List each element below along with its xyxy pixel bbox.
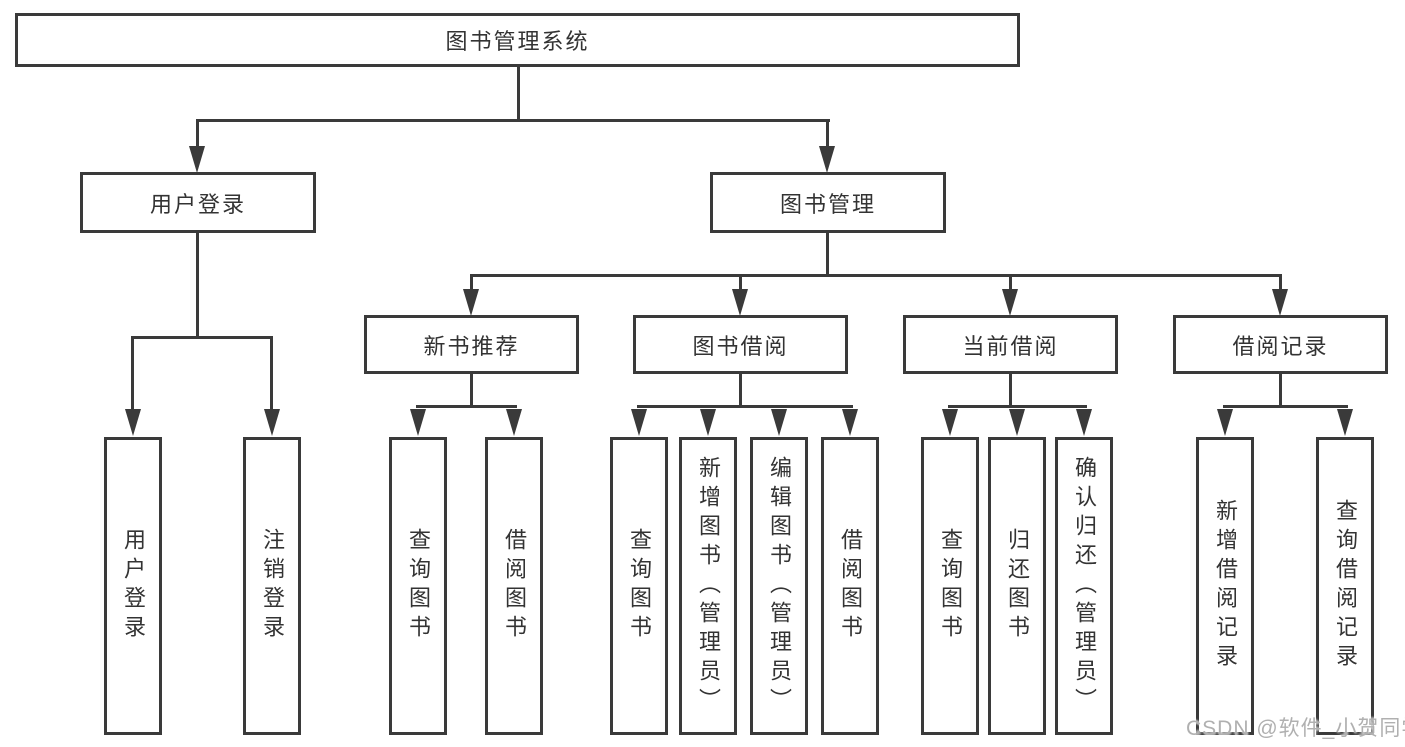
connector-leaf-drop	[270, 339, 273, 409]
arrowhead-down-icon	[700, 409, 716, 436]
connector-book-management-bus	[470, 274, 1282, 277]
leaf-node-label: 查询图书	[627, 528, 652, 644]
leaf-node-confirm-return-admin: 确认归还（管理员）	[1055, 437, 1113, 735]
leaf-node-add-borrow-record: 新增借阅记录	[1196, 437, 1254, 735]
branch-node-label: 用户登录	[149, 191, 246, 217]
branch-node-label: 图书借阅	[692, 333, 789, 359]
connector-level3-drop	[739, 277, 742, 291]
arrowhead-down-icon	[1002, 289, 1018, 316]
branch-node-borrowing-records: 借阅记录	[1173, 315, 1388, 374]
leaf-node-label: 查询图书	[406, 528, 431, 644]
branch-node-label: 新书推荐	[423, 333, 520, 359]
leaf-node-user-login: 用户登录	[104, 437, 162, 735]
leaf-node-label: 新增图书（管理员）	[696, 455, 721, 717]
watermark-text: CSDN @软件_小贺同学	[1186, 717, 1405, 740]
arrowhead-down-icon	[463, 289, 479, 316]
connector-book-borrowing-stem	[739, 374, 742, 407]
root-node: 图书管理系统	[15, 13, 1020, 67]
connector-new-book-bus	[416, 405, 517, 408]
leaf-node-label: 确认归还（管理员）	[1072, 455, 1097, 717]
leaf-node-label: 借阅图书	[838, 528, 863, 644]
connector-user-login-stem	[196, 233, 199, 337]
leaf-node-label: 查询借阅记录	[1333, 499, 1358, 673]
branch-node-label: 借阅记录	[1232, 333, 1329, 359]
arrowhead-down-icon	[264, 409, 280, 436]
branch-node-user-login: 用户登录	[80, 172, 316, 233]
connector-leaf-drop	[131, 339, 134, 409]
arrowhead-down-icon	[771, 409, 787, 436]
leaf-node-label: 借阅图书	[502, 528, 527, 644]
arrowhead-down-icon	[410, 409, 426, 436]
connector-level3-drop	[1279, 277, 1282, 291]
connector-borrowing-records-stem	[1279, 374, 1282, 407]
arrowhead-down-icon	[631, 409, 647, 436]
branch-node-book-management: 图书管理	[710, 172, 946, 233]
arrowhead-down-icon	[942, 409, 958, 436]
connector-current-borrowing-stem	[1009, 374, 1012, 407]
connector-user-login-drop	[196, 121, 199, 147]
leaf-node-edit-book-admin: 编辑图书（管理员）	[750, 437, 808, 735]
arrowhead-down-icon	[189, 146, 205, 173]
branch-node-label: 图书管理	[779, 191, 876, 217]
connector-user-login-bus	[131, 336, 273, 339]
leaf-node-query-books-current: 查询图书	[921, 437, 979, 735]
branch-node-book-borrowing: 图书借阅	[633, 315, 848, 374]
connector-root-stem	[517, 67, 520, 120]
connector-level3-drop	[1009, 277, 1012, 291]
leaf-node-label: 新增借阅记录	[1213, 499, 1238, 673]
leaf-node-label: 归还图书	[1005, 528, 1030, 644]
leaf-node-query-books-recommend: 查询图书	[389, 437, 447, 735]
leaf-node-label: 编辑图书（管理员）	[767, 455, 792, 717]
leaf-node-label: 查询图书	[938, 528, 963, 644]
connector-new-book-stem	[470, 374, 473, 407]
arrowhead-down-icon	[1217, 409, 1233, 436]
arrowhead-down-icon	[819, 146, 835, 173]
arrowhead-down-icon	[1076, 409, 1092, 436]
arrowhead-down-icon	[1009, 409, 1025, 436]
root-node-label: 图书管理系统	[445, 29, 590, 54]
connector-root-bus	[196, 119, 830, 122]
leaf-node-query-borrow-record: 查询借阅记录	[1316, 437, 1374, 735]
branch-node-label: 当前借阅	[962, 333, 1059, 359]
connector-current-borrowing-bus	[948, 405, 1087, 408]
leaf-node-return-books: 归还图书	[988, 437, 1046, 735]
leaf-node-logout: 注销登录	[243, 437, 301, 735]
connector-borrowing-records-bus	[1223, 405, 1348, 408]
connector-book-management-drop	[826, 121, 829, 147]
connector-book-management-stem	[826, 233, 829, 275]
connector-book-borrowing-bus	[637, 405, 853, 408]
leaf-node-borrow-books-recommend: 借阅图书	[485, 437, 543, 735]
arrowhead-down-icon	[506, 409, 522, 436]
arrowhead-down-icon	[732, 289, 748, 316]
branch-node-current-borrowing: 当前借阅	[903, 315, 1118, 374]
leaf-node-label: 注销登录	[260, 528, 285, 644]
leaf-node-query-books-borrowing: 查询图书	[610, 437, 668, 735]
branch-node-new-book-recommendation: 新书推荐	[364, 315, 579, 374]
connector-level3-drop	[470, 277, 473, 291]
leaf-node-borrow-books-borrowing: 借阅图书	[821, 437, 879, 735]
leaf-node-label: 用户登录	[121, 528, 146, 644]
arrowhead-down-icon	[1272, 289, 1288, 316]
arrowhead-down-icon	[1337, 409, 1353, 436]
arrowhead-down-icon	[125, 409, 141, 436]
leaf-node-add-book-admin: 新增图书（管理员）	[679, 437, 737, 735]
arrowhead-down-icon	[842, 409, 858, 436]
